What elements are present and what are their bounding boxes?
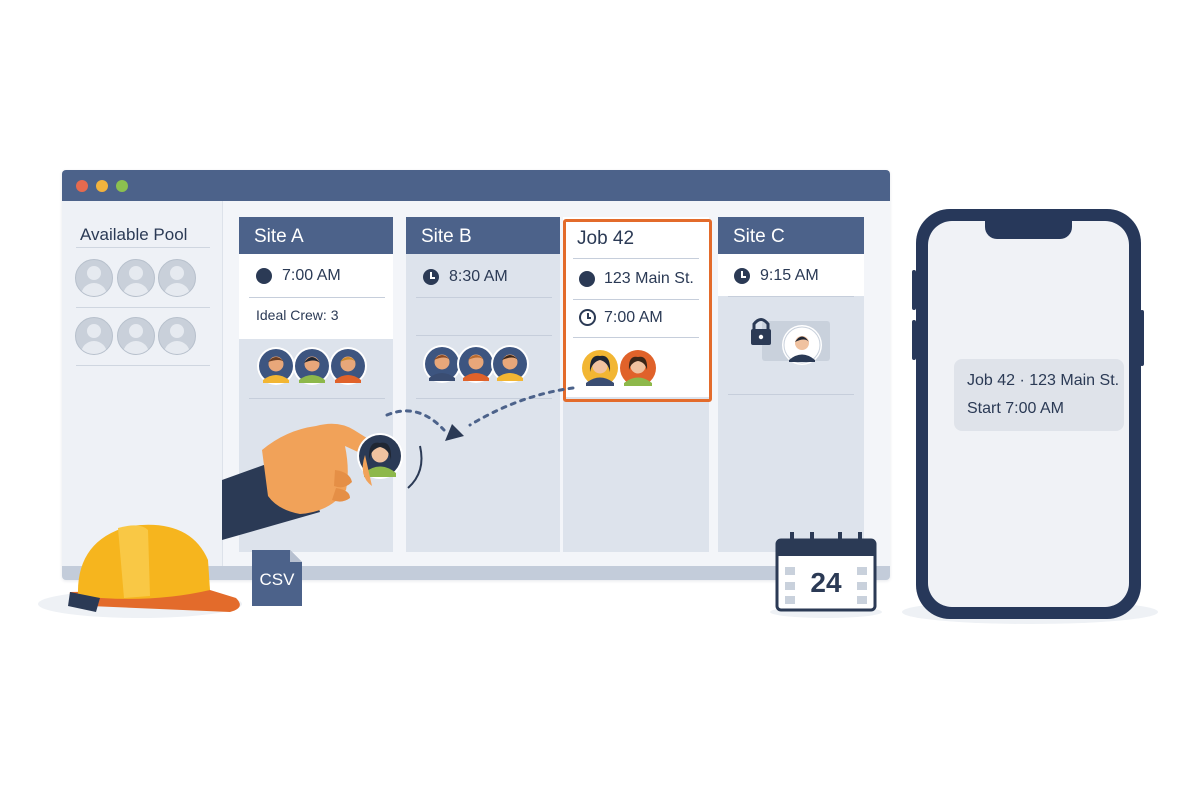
start-time: 9:15 AM xyxy=(760,267,819,284)
dragging-hand-icon xyxy=(222,423,371,540)
divider xyxy=(728,394,854,395)
minimize-window-button[interactable] xyxy=(96,180,108,192)
locked-worker-avatar xyxy=(782,325,822,365)
assigned-worker-avatar[interactable] xyxy=(618,348,658,388)
assigned-worker-avatar[interactable] xyxy=(423,345,461,383)
phone-screen: Job 42 · 123 Main St. Start 7:00 AM xyxy=(928,221,1129,607)
location-pin-icon xyxy=(256,268,272,284)
selected-job-highlight xyxy=(563,219,712,402)
app-window: Available Pool Site A 7:00 AM Ideal Crew… xyxy=(62,170,890,580)
assigned-worker-avatar[interactable] xyxy=(580,348,620,388)
clock-icon xyxy=(579,309,596,326)
ideal-crew-label: Ideal Crew: 3 xyxy=(256,307,339,323)
start-time: 8:30 AM xyxy=(449,268,508,285)
start-time: 7:00 AM xyxy=(604,309,663,326)
divider xyxy=(416,335,552,336)
message-line-2: Start 7:00 AM xyxy=(967,400,1064,417)
csv-file[interactable]: CSV xyxy=(252,550,302,606)
phone-volume-button xyxy=(912,270,916,310)
csv-label: CSV xyxy=(259,570,295,589)
drag-path-arrow xyxy=(385,409,446,432)
available-pool-panel: Available Pool xyxy=(62,201,223,566)
divider xyxy=(573,258,699,259)
drag-path-arrow xyxy=(468,386,575,427)
hard-hat-icon xyxy=(38,524,242,618)
divider xyxy=(573,299,699,300)
divider xyxy=(249,398,385,399)
assigned-worker-avatar[interactable] xyxy=(457,345,495,383)
column-site-b[interactable]: Site B 8:30 AM xyxy=(406,217,560,552)
phone-notch xyxy=(985,221,1072,239)
calendar[interactable]: 24 xyxy=(777,537,875,611)
start-time: 7:00 AM xyxy=(282,267,341,284)
csv-file-icon xyxy=(252,550,302,606)
divider xyxy=(416,398,552,399)
column-title: Site A xyxy=(254,226,304,247)
job-address: 123 Main St. xyxy=(604,270,694,287)
column-title: Site B xyxy=(421,226,472,247)
divider xyxy=(573,337,699,338)
pool-worker-avatar[interactable] xyxy=(117,259,155,297)
column-details: 7:00 AM Ideal Crew: 3 xyxy=(239,254,393,339)
notification-message[interactable]: Job 42 · 123 Main St. Start 7:00 AM xyxy=(954,359,1124,431)
assigned-worker-avatar[interactable] xyxy=(329,347,367,385)
assigned-worker-avatar[interactable] xyxy=(491,345,529,383)
divider xyxy=(728,296,854,297)
phone-volume-button xyxy=(912,320,916,360)
divider xyxy=(76,307,210,308)
calendar-icon xyxy=(770,532,882,618)
column-details: 9:15 AM xyxy=(718,254,864,296)
pool-worker-avatar[interactable] xyxy=(158,317,196,355)
pool-worker-avatar[interactable] xyxy=(158,259,196,297)
maximize-window-button[interactable] xyxy=(116,180,128,192)
close-window-button[interactable] xyxy=(76,180,88,192)
calendar-day: 24 xyxy=(810,567,842,598)
pool-worker-avatar[interactable] xyxy=(75,317,113,355)
motion-arc xyxy=(407,445,423,489)
clock-icon xyxy=(734,268,750,284)
message-line-1: Job 42 · 123 Main St. xyxy=(967,372,1120,389)
divider xyxy=(416,297,552,298)
lock-icon xyxy=(751,318,771,345)
mobile-phone: Job 42 · 123 Main St. Start 7:00 AM xyxy=(916,209,1141,619)
column-title: Job 42 xyxy=(577,228,635,249)
column-header[interactable]: Site C xyxy=(718,217,864,254)
window-titlebar xyxy=(62,170,890,201)
pool-title: Available Pool xyxy=(80,225,188,244)
clock-icon xyxy=(423,269,439,285)
dragged-worker-avatar[interactable] xyxy=(357,433,403,479)
column-header[interactable]: Site B xyxy=(406,217,560,254)
column-site-c[interactable]: Site C 9:15 AM xyxy=(718,217,864,552)
column-title: Site C xyxy=(733,226,785,247)
assigned-worker-avatar[interactable] xyxy=(257,347,295,385)
pool-worker-avatar[interactable] xyxy=(117,317,155,355)
divider xyxy=(76,365,210,366)
arrow-head-icon xyxy=(445,424,464,441)
assigned-worker-avatar[interactable] xyxy=(293,347,331,385)
phone-power-button xyxy=(1140,310,1144,366)
thumb xyxy=(362,455,372,486)
divider xyxy=(76,247,210,248)
location-pin-icon xyxy=(579,271,595,287)
column-header[interactable]: Site A xyxy=(239,217,393,254)
divider xyxy=(249,297,385,298)
pool-worker-avatar[interactable] xyxy=(75,259,113,297)
